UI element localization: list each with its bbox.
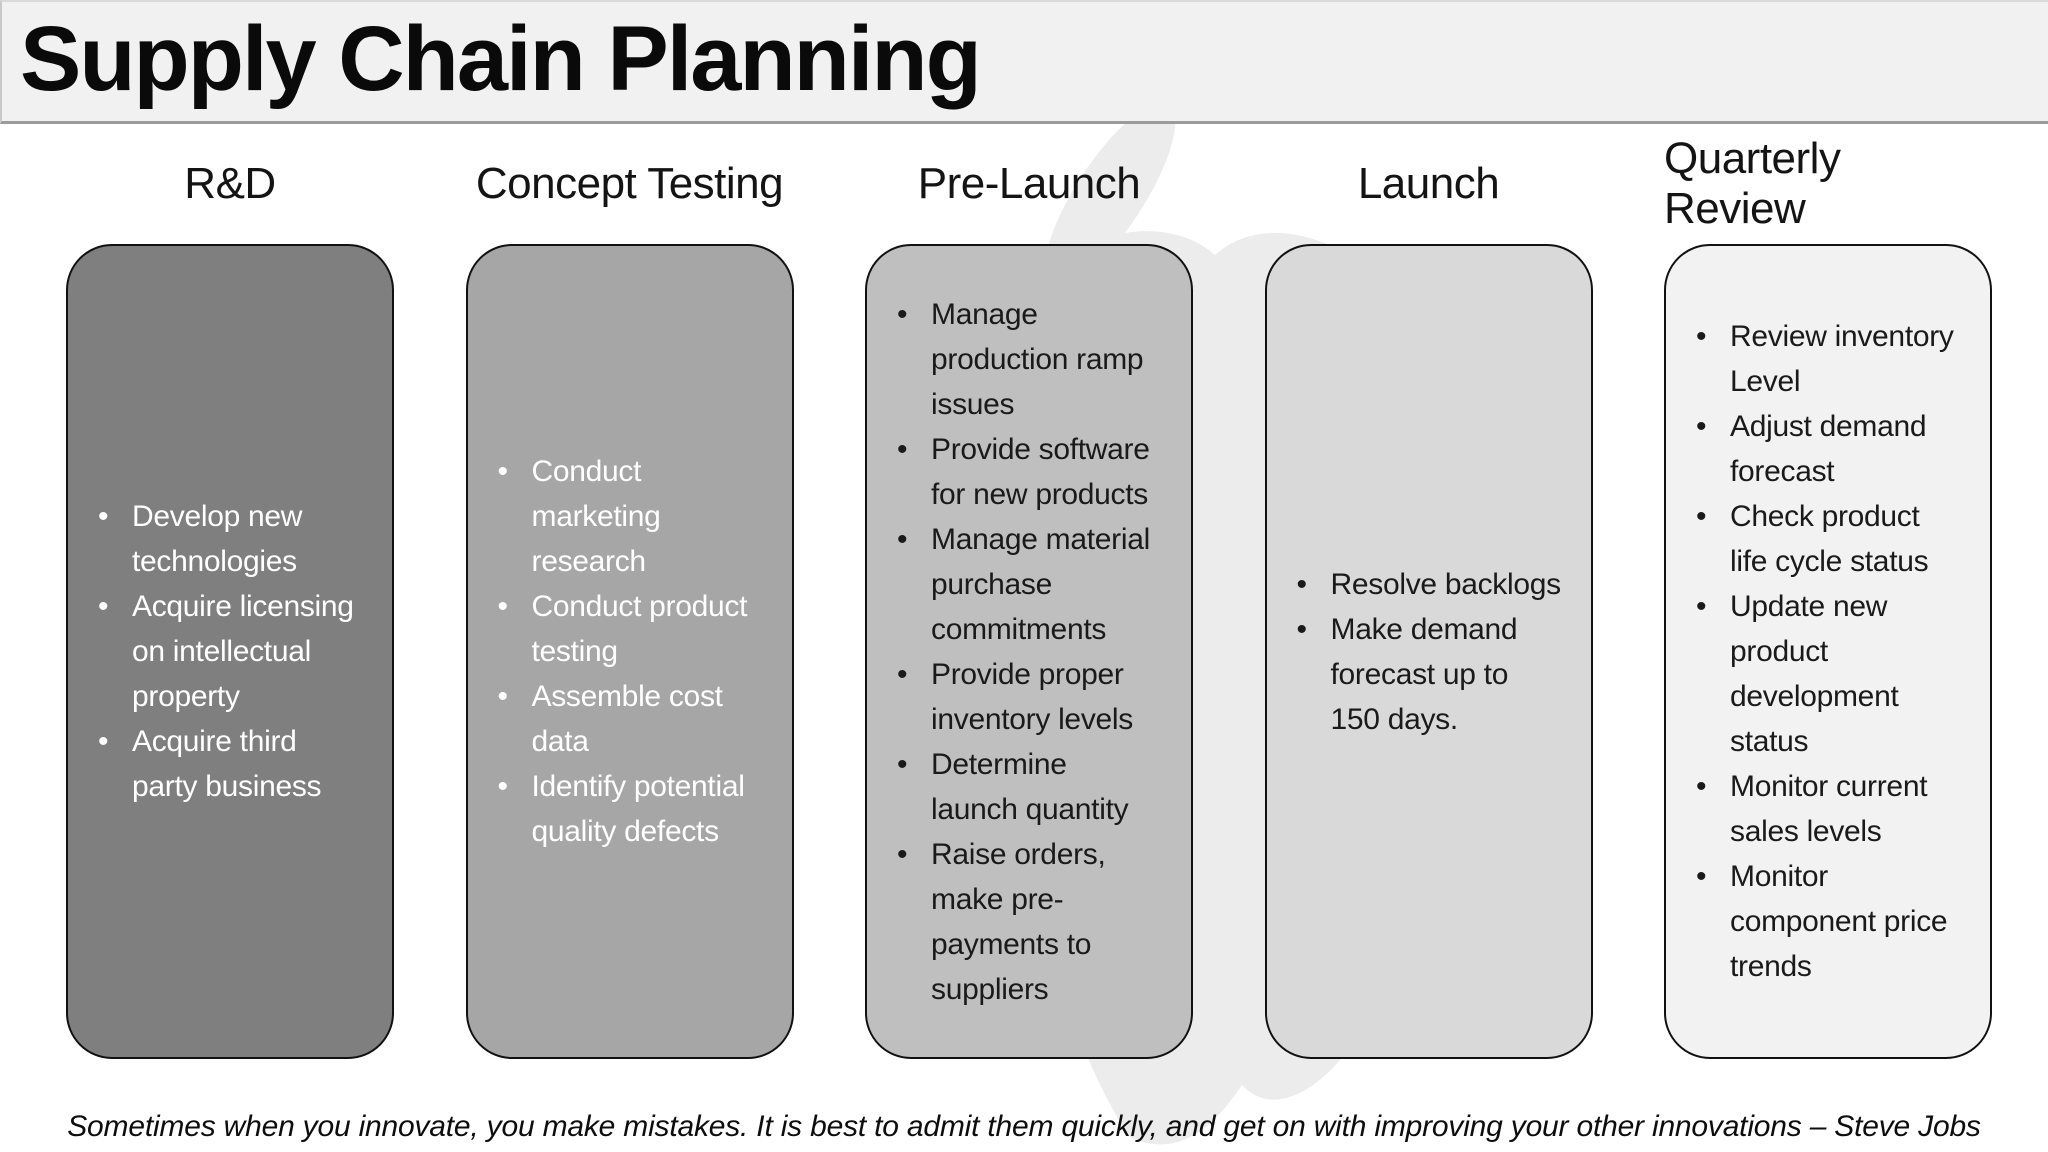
column-header-launch: Launch	[1357, 159, 1500, 208]
title-band: Supply Chain Planning	[0, 0, 2048, 124]
bullet-item: Identify potential quality defects	[484, 764, 782, 854]
bullet-item: Acquire third party business	[84, 719, 382, 809]
quarterly-review-bullet-list: Review inventory LevelAdjust demand fore…	[1682, 314, 1980, 989]
bullet-item: Adjust demand forecast	[1682, 404, 1980, 494]
page-title: Supply Chain Planning	[20, 7, 982, 110]
bullet-item: Check product life cycle status	[1682, 494, 1980, 584]
pre-launch-bullet-list: Manage production ramp issuesProvide sof…	[883, 292, 1181, 1012]
launch-box: Resolve backlogsMake demand forecast up …	[1264, 244, 1593, 1059]
bullet-item: Monitor component price trends	[1682, 854, 1980, 989]
quarterly-review-box: Review inventory LevelAdjust demand fore…	[1664, 244, 1992, 1059]
bullet-item: Resolve backlogs	[1283, 562, 1581, 607]
bullet-item: Manage material purchase commitments	[883, 517, 1181, 652]
bullet-item: Monitor current sales levels	[1682, 764, 1980, 854]
bullet-item: Make demand forecast up to 150 days.	[1283, 607, 1581, 742]
bullet-item: Raise orders, make pre- payments to supp…	[883, 832, 1181, 1012]
column-quarterly-review: Quarterly Review Review inventory LevelA…	[1664, 124, 1992, 1059]
bullet-item: Conduct marketing research	[484, 449, 782, 584]
bullet-item: Provide software for new products	[883, 427, 1181, 517]
bullet-item: Develop new technologies	[84, 494, 382, 584]
rd-box: Develop new technologiesAcquire licensin…	[66, 244, 394, 1059]
column-pre-launch: Pre-Launch Manage production ramp issues…	[865, 124, 1193, 1059]
bullet-item: Acquire licensing on intellectual proper…	[84, 584, 382, 719]
rd-bullet-list: Develop new technologiesAcquire licensin…	[84, 494, 382, 809]
bullet-item: Manage production ramp issues	[883, 292, 1181, 427]
column-rd: R&D Develop new technologiesAcquire lice…	[66, 124, 394, 1059]
concept-testing-box: Conduct marketing researchConduct produc…	[465, 244, 794, 1059]
pre-launch-box: Manage production ramp issuesProvide sof…	[865, 244, 1193, 1059]
bullet-item: Provide proper inventory levels	[883, 652, 1181, 742]
column-header-rd: R&D	[184, 159, 276, 208]
concept-testing-bullet-list: Conduct marketing researchConduct produc…	[484, 449, 782, 854]
column-concept-testing: Concept Testing Conduct marketing resear…	[465, 124, 794, 1059]
bullet-item: Review inventory Level	[1682, 314, 1980, 404]
column-header-quarterly-review: Quarterly Review	[1664, 134, 1841, 233]
bullet-item: Assemble cost data	[484, 674, 782, 764]
steve-jobs-quote: Sometimes when you innovate, you make mi…	[67, 1110, 1981, 1143]
column-header-pre-launch: Pre-Launch	[917, 159, 1141, 208]
column-launch: Launch Resolve backlogsMake demand forec…	[1264, 124, 1593, 1059]
bullet-item: Update new product development status	[1682, 584, 1980, 764]
column-header-concept-testing: Concept Testing	[475, 159, 784, 208]
bullet-item: Conduct product testing	[484, 584, 782, 674]
launch-bullet-list: Resolve backlogsMake demand forecast up …	[1283, 562, 1581, 742]
stage-columns: R&D Develop new technologiesAcquire lice…	[0, 124, 2048, 1059]
bullet-item: Determine launch quantity	[883, 742, 1181, 832]
